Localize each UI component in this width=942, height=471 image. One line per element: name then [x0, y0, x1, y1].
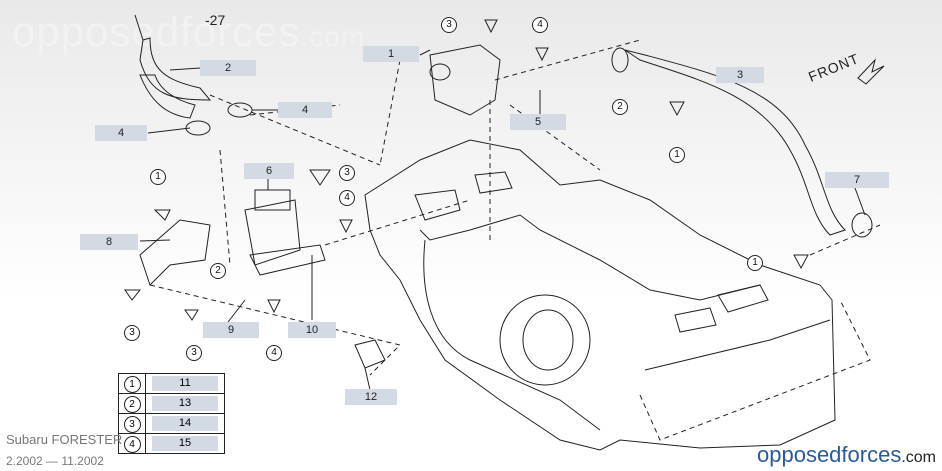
timing-cover — [423, 239, 601, 431]
intake-port — [674, 307, 717, 333]
callout-label: 3 — [716, 67, 764, 83]
callout-label: 2 — [200, 60, 256, 76]
circled-ref: 4 — [339, 190, 355, 206]
pipe-2 — [139, 37, 212, 101]
circled-ref: 3 — [124, 325, 140, 341]
circled-ref: 3 — [186, 345, 202, 361]
watermark: opposedforces.com — [12, 8, 366, 55]
circled-ref: 4 — [266, 345, 282, 361]
solenoid-6 — [244, 199, 301, 266]
callout-label: 4 — [95, 125, 147, 141]
legend-table: 1 11 2 13 3 14 4 15 — [118, 373, 225, 454]
valve-1 — [429, 44, 501, 116]
intake-port — [717, 284, 769, 313]
callout-label: 7 — [825, 172, 889, 188]
intake-port — [474, 171, 513, 194]
engine-block — [364, 139, 836, 451]
callout-label: 12 — [345, 389, 397, 405]
bolt — [669, 101, 685, 117]
pipe-3 — [624, 49, 846, 236]
callout-label: 8 — [80, 234, 138, 250]
bolt — [153, 209, 171, 221]
legend-value: 11 — [152, 376, 218, 391]
bolt — [124, 289, 142, 301]
legend-row: 1 11 — [118, 373, 225, 394]
clamp — [227, 102, 253, 118]
legend-value: 14 — [152, 416, 218, 431]
legend-row: 4 15 — [118, 433, 225, 454]
legend-key: 1 — [123, 376, 141, 393]
solenoid-6-top — [254, 189, 291, 211]
bolt — [309, 169, 331, 186]
brand-suffix: .com — [901, 449, 936, 466]
circled-ref: 2 — [612, 99, 628, 115]
lower-block — [644, 319, 831, 371]
front-arrow — [857, 58, 885, 85]
bolt — [184, 309, 199, 321]
circled-ref: 3 — [339, 165, 355, 181]
circled-ref: 3 — [441, 17, 457, 33]
pipe-2-tip — [134, 14, 144, 41]
legend-value: 15 — [152, 436, 218, 451]
legend-key: 2 — [123, 396, 141, 413]
production-dates: 2.2002 — 11.2002 — [6, 454, 104, 468]
legend-key: 3 — [123, 416, 141, 433]
site-brand: opposedforces.com — [757, 442, 936, 468]
pipe-3-flange — [851, 212, 873, 238]
legend-value: 13 — [152, 396, 218, 411]
bracket-10 — [249, 244, 326, 276]
callout-label: 5 — [510, 114, 566, 130]
bracket-8 — [139, 219, 211, 286]
callout-label: 10 — [288, 322, 336, 338]
legend-key: 4 — [123, 436, 141, 453]
circled-ref: 1 — [150, 169, 166, 185]
intake-port — [414, 189, 461, 221]
model-name: Subaru FORESTER — [6, 432, 123, 447]
gasket-12 — [354, 339, 386, 369]
background-gradient — [0, 0, 942, 300]
callout-label: 4 — [278, 102, 332, 118]
circled-ref: 2 — [210, 263, 226, 279]
circled-ref: 4 — [532, 17, 548, 33]
pipe-3-flange — [611, 47, 629, 73]
valve-1-port — [429, 63, 451, 81]
bolt — [793, 254, 809, 270]
callout-label: 1 — [363, 46, 419, 62]
callout-label: 6 — [244, 163, 294, 179]
circled-ref: 1 — [747, 255, 763, 271]
cam-pulley — [499, 294, 591, 386]
legend-row: 2 13 — [118, 393, 225, 414]
brand-name: opposedforces — [757, 442, 902, 467]
legend-row: 3 14 — [118, 413, 225, 434]
engine-block-detail — [419, 214, 761, 301]
bolt — [535, 47, 549, 62]
pipe-2-hose — [139, 74, 196, 119]
cam-pulley-hub — [522, 309, 574, 371]
circled-ref: 1 — [669, 147, 685, 163]
bolt — [339, 219, 353, 234]
page-reference: -27 — [205, 12, 226, 28]
bolt — [484, 19, 498, 34]
callout-label: 9 — [203, 322, 259, 338]
bolt — [267, 299, 281, 314]
